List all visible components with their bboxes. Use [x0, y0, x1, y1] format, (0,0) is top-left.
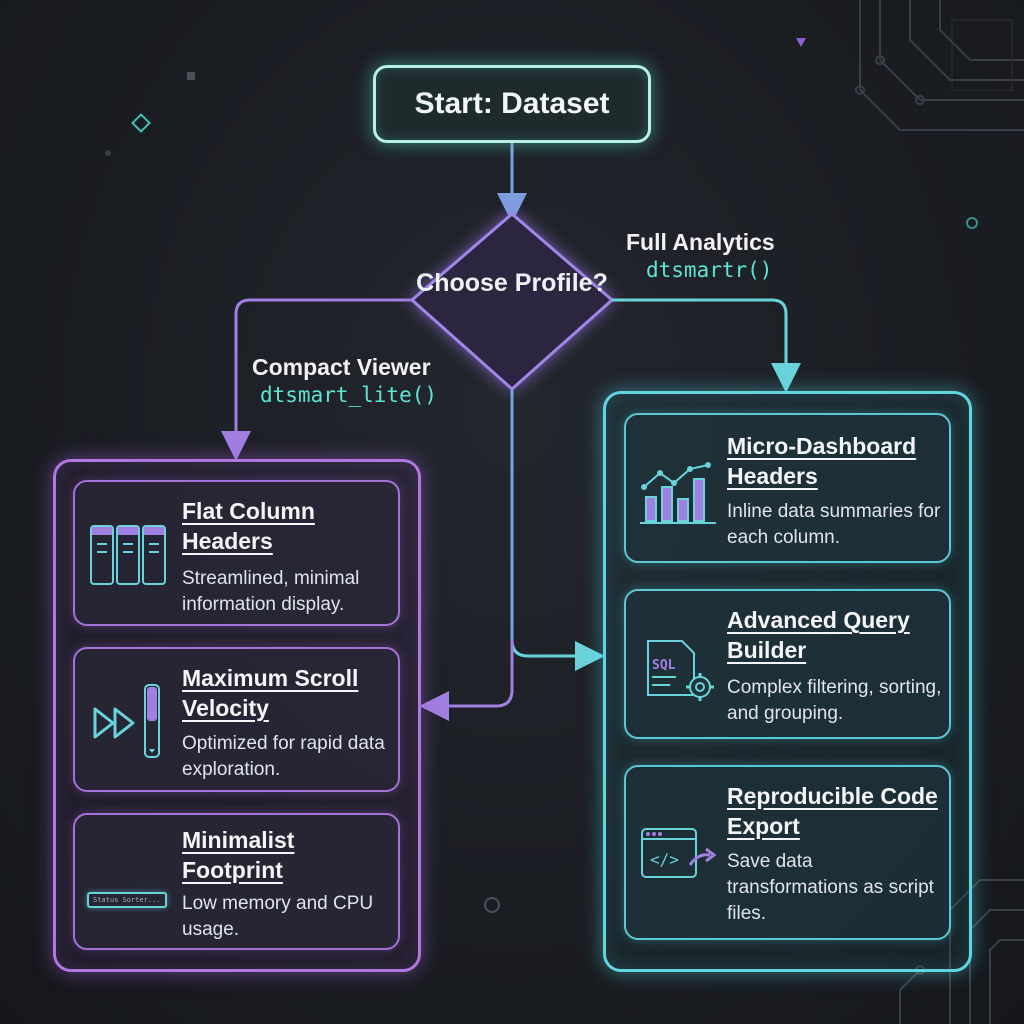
branch-left-label-group: Compact Viewer dtsmart_lite()	[252, 353, 462, 409]
status-bar-icon: Status Sorter...	[87, 892, 167, 908]
card-description: Inline data summaries for each column.	[727, 501, 941, 548]
branch-right-function: dtsmartr()	[646, 258, 773, 282]
connector-decision-left	[221, 298, 412, 461]
circuit-traces-top	[855, 0, 1024, 131]
sql-icon-text: SQL	[652, 658, 676, 673]
card-title: Advanced Query Builder	[727, 607, 910, 663]
code-icon-text: </>	[650, 850, 679, 869]
sql-gear-icon: SQL	[647, 640, 714, 701]
card-title: Minimalist Footprint	[182, 827, 295, 883]
connector-down-left	[419, 640, 514, 721]
status-bar-text: Status Sorter...	[93, 896, 161, 904]
card-title: Micro-Dashboard Headers	[727, 433, 917, 489]
card-description: Save data transformations as script file…	[727, 851, 934, 924]
fast-forward-scroll-icon	[93, 684, 160, 758]
card-title: Reproducible Code Export	[727, 783, 938, 839]
decision-label: Choose Profile?	[416, 269, 608, 297]
card-description: Complex filtering, sorting, and grouping…	[727, 677, 942, 724]
start-node: Start: Dataset	[373, 65, 651, 143]
branch-left-label: Compact Viewer	[252, 354, 431, 380]
feature-card-maximum-scroll-velocity: Maximum Scroll Velocity Optimized for ra…	[73, 647, 400, 792]
branch-right-label: Full Analytics	[626, 229, 775, 255]
feature-card-flat-column-headers: Flat Column Headers Streamlined, minimal…	[73, 480, 400, 626]
code-export-icon: </>	[641, 828, 717, 878]
connector-decision-right	[612, 298, 801, 393]
connector-down-right	[510, 639, 605, 671]
branch-right-label-group: Full Analytics dtsmartr()	[626, 228, 816, 284]
feature-card-micro-dashboard-headers: Micro-Dashboard Headers Inline data summ…	[624, 413, 951, 563]
columns-icon	[90, 525, 166, 585]
card-title: Flat Column Headers	[182, 498, 315, 554]
card-title: Maximum Scroll Velocity	[182, 665, 359, 721]
card-description: Optimized for rapid data exploration.	[182, 733, 385, 780]
start-label: Start: Dataset	[414, 87, 610, 120]
bar-chart-icon	[640, 462, 716, 524]
card-description: Low memory and CPU usage.	[182, 893, 374, 940]
branch-left-function: dtsmart_lite()	[260, 383, 438, 407]
feature-card-reproducible-code-export: </> Reproducible Code Export Save data t…	[624, 765, 951, 940]
feature-card-advanced-query-builder: SQL Advanced Query Builder Complex filte…	[624, 589, 951, 739]
feature-card-minimalist-footprint: Status Sorter... Minimalist Footprint Lo…	[73, 813, 400, 950]
card-description: Streamlined, minimal information display…	[182, 568, 360, 615]
